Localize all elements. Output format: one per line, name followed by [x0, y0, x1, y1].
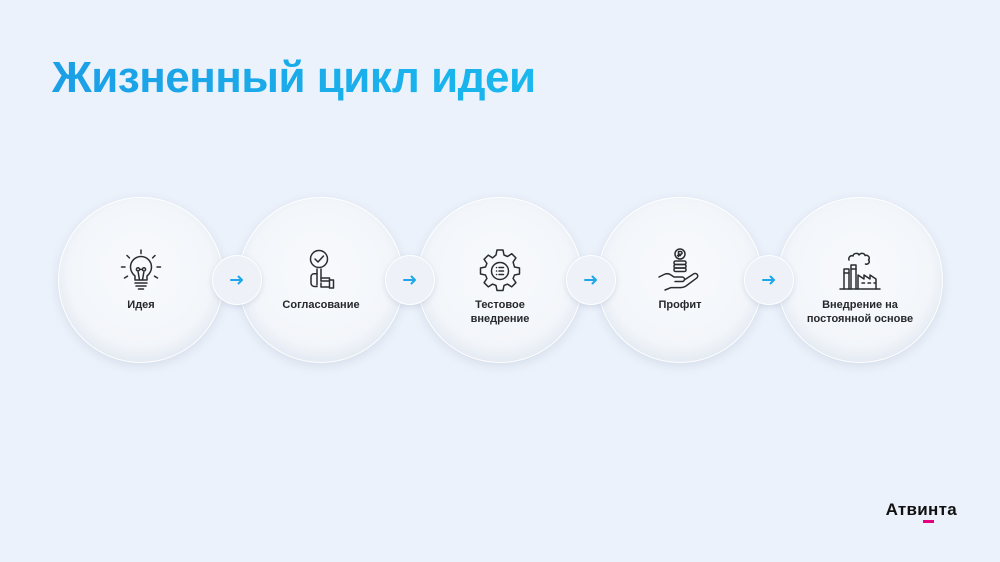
arrow-right-icon — [762, 275, 775, 285]
arrow-right-icon — [403, 275, 416, 285]
arrow-right-icon — [584, 275, 597, 285]
step-label: Профит — [658, 299, 702, 311]
logo-accent-underline — [922, 520, 934, 523]
connector-4 — [744, 255, 794, 305]
step-test-implementation: Тестовое внедрение — [417, 197, 583, 363]
step-profit: Профит — [597, 197, 763, 363]
arrow-right-icon — [230, 275, 243, 285]
approval-hand-icon — [309, 249, 335, 289]
connector-2 — [385, 255, 435, 305]
lightbulb-icon — [120, 249, 162, 290]
connector-3 — [566, 255, 616, 305]
page-title: Жизненный цикл идеи — [52, 51, 536, 105]
step-label: Согласование — [282, 299, 360, 311]
factory-icon — [839, 252, 881, 290]
gear-list-icon — [479, 249, 521, 292]
step-idea: Идея — [58, 197, 224, 363]
connector-1 — [212, 255, 262, 305]
step-label: Идея — [127, 299, 155, 311]
logo-text: Атвинта — [885, 500, 957, 519]
step-permanent-implementation: Внедрение на постоянной основе — [777, 197, 943, 363]
step-approval: Согласование — [238, 197, 404, 363]
brand-logo: Атвинта — [885, 500, 957, 523]
step-label: Тестовое внедрение — [470, 299, 530, 325]
coins-hand-icon — [658, 248, 699, 291]
step-label: Внедрение на постоянной основе — [806, 299, 914, 325]
